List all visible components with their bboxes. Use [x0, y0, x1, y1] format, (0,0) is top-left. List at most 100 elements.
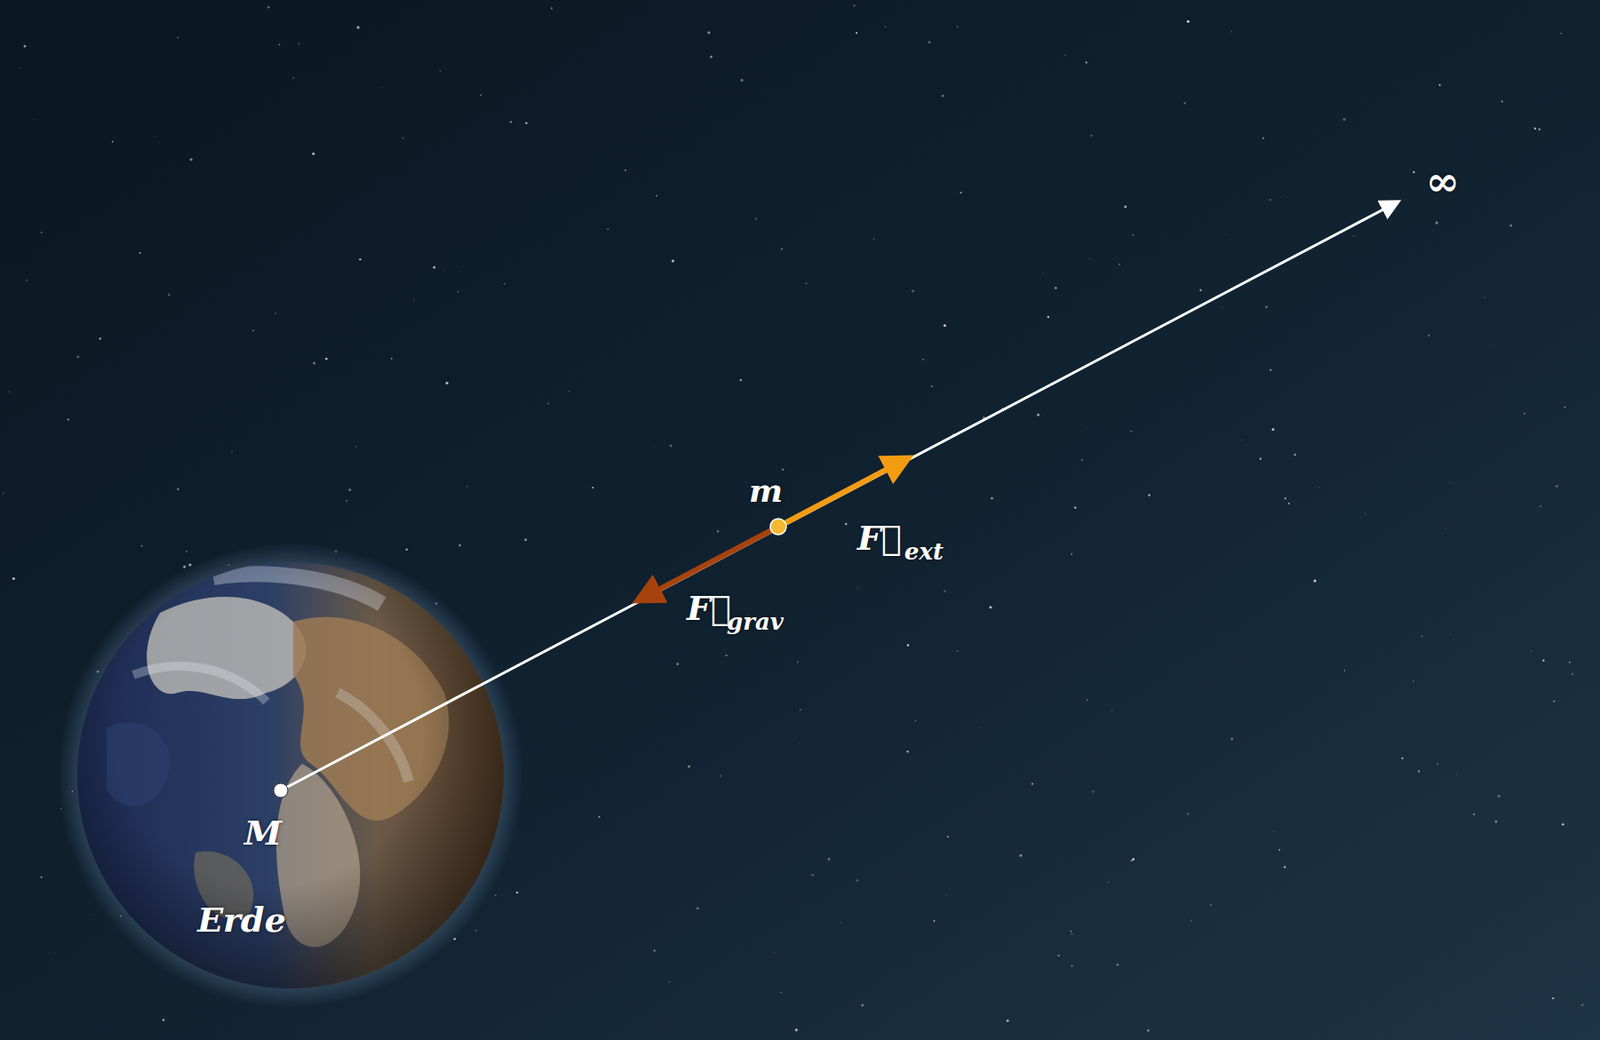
star — [606, 228, 610, 231]
force-symbol: F⃗ — [686, 591, 732, 626]
star — [516, 891, 519, 895]
star — [413, 299, 414, 301]
infinity-label: ∞ — [1425, 160, 1460, 202]
star — [687, 765, 691, 769]
star — [1552, 700, 1555, 703]
axis-line — [280, 202, 1397, 791]
star — [252, 329, 255, 332]
star — [2, 492, 5, 494]
star — [1132, 234, 1134, 236]
star — [23, 45, 26, 48]
star — [884, 26, 887, 29]
star — [1199, 289, 1202, 292]
star — [475, 930, 478, 932]
star — [12, 577, 16, 581]
mass-point — [770, 518, 787, 535]
star — [915, 720, 916, 722]
star — [76, 355, 80, 359]
star — [458, 544, 462, 548]
star — [25, 279, 28, 282]
star — [167, 294, 171, 297]
star — [1534, 127, 1537, 130]
star — [275, 312, 277, 314]
star — [311, 152, 315, 156]
star — [1130, 430, 1132, 432]
star — [1006, 1019, 1010, 1023]
star — [568, 390, 570, 392]
star — [503, 283, 506, 286]
star — [1581, 1003, 1585, 1007]
star — [54, 952, 56, 955]
star — [432, 266, 436, 270]
star — [176, 488, 180, 492]
star — [795, 1028, 798, 1032]
star — [1272, 428, 1275, 431]
star — [439, 70, 441, 72]
star — [1070, 931, 1073, 933]
star — [1118, 263, 1121, 266]
star — [1123, 205, 1127, 208]
star — [931, 385, 933, 388]
star — [669, 445, 673, 448]
mass-label: M — [244, 816, 282, 851]
star — [33, 118, 35, 120]
star — [1269, 199, 1272, 201]
star — [1436, 763, 1439, 765]
star — [1472, 813, 1475, 816]
star — [525, 121, 527, 124]
star — [755, 217, 758, 221]
star — [676, 662, 679, 666]
star — [1074, 506, 1076, 509]
star — [716, 530, 719, 533]
star — [99, 337, 102, 340]
star — [1031, 783, 1034, 786]
star — [740, 79, 744, 82]
star — [597, 816, 600, 819]
star — [40, 876, 43, 879]
star — [780, 248, 783, 251]
star — [1488, 344, 1491, 347]
star — [707, 31, 710, 34]
star — [267, 6, 271, 9]
star — [1497, 795, 1501, 798]
star — [1111, 710, 1113, 712]
star — [856, 879, 859, 882]
star — [1221, 307, 1223, 309]
star — [1509, 224, 1512, 227]
star — [1081, 459, 1083, 462]
star — [857, 587, 859, 589]
star — [911, 289, 915, 293]
star — [1555, 485, 1559, 488]
star — [1401, 757, 1404, 760]
star — [1230, 31, 1232, 32]
star — [946, 893, 948, 896]
star — [154, 135, 156, 137]
star — [1230, 738, 1233, 741]
star — [724, 654, 727, 657]
force-symbol: F⃗ — [857, 521, 902, 556]
star — [550, 7, 553, 9]
star — [1085, 427, 1088, 430]
star — [1240, 438, 1242, 441]
star — [1262, 137, 1265, 140]
planet-label: Erde — [197, 903, 287, 938]
star — [40, 231, 43, 234]
star — [355, 445, 357, 447]
star — [1042, 273, 1043, 275]
star — [1147, 493, 1151, 497]
star — [141, 545, 144, 548]
star — [325, 358, 327, 360]
star — [959, 191, 962, 194]
star — [346, 500, 348, 502]
star — [956, 25, 959, 28]
star — [278, 43, 280, 46]
mass-label: m — [748, 474, 783, 507]
star — [1265, 305, 1268, 309]
force-ext-arrow — [778, 460, 905, 527]
star — [796, 661, 799, 664]
star — [1269, 368, 1272, 371]
star — [298, 42, 300, 44]
star — [139, 252, 142, 255]
star — [401, 136, 404, 139]
star — [1116, 963, 1120, 967]
